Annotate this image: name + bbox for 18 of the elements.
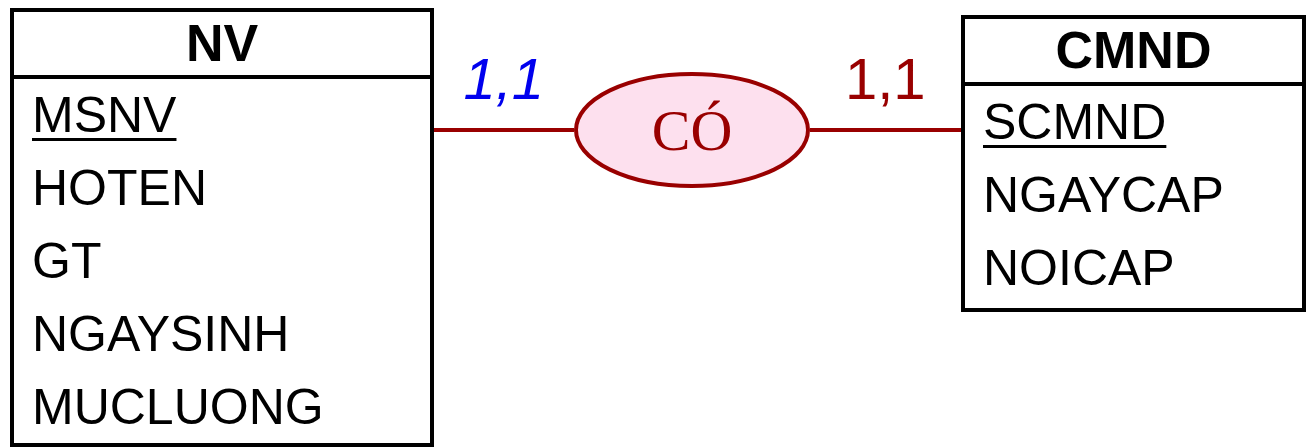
entity-table: [961, 15, 1306, 312]
key-attribute: MSNV: [32, 86, 177, 145]
cardinality-label: 1,1: [463, 45, 545, 112]
key-attribute: SCMND: [983, 93, 1167, 152]
relationship-name: CÓ: [651, 96, 733, 164]
attribute: GT: [32, 232, 102, 291]
attribute: HOTEN: [32, 159, 207, 218]
connector-line: [434, 128, 574, 132]
entity-name: NV: [185, 13, 259, 74]
entity-name: CMND: [1055, 20, 1212, 81]
entity-table: [10, 8, 434, 447]
attribute: MUCLUONG: [32, 378, 324, 437]
attribute: NGAYSINH: [32, 305, 290, 364]
attribute: NOICAP: [983, 239, 1175, 298]
connector-line: [810, 128, 961, 132]
relationship-ellipse: [574, 72, 810, 188]
attribute: NGAYCAP: [983, 166, 1224, 225]
cardinality-label: 1,1: [845, 45, 926, 112]
